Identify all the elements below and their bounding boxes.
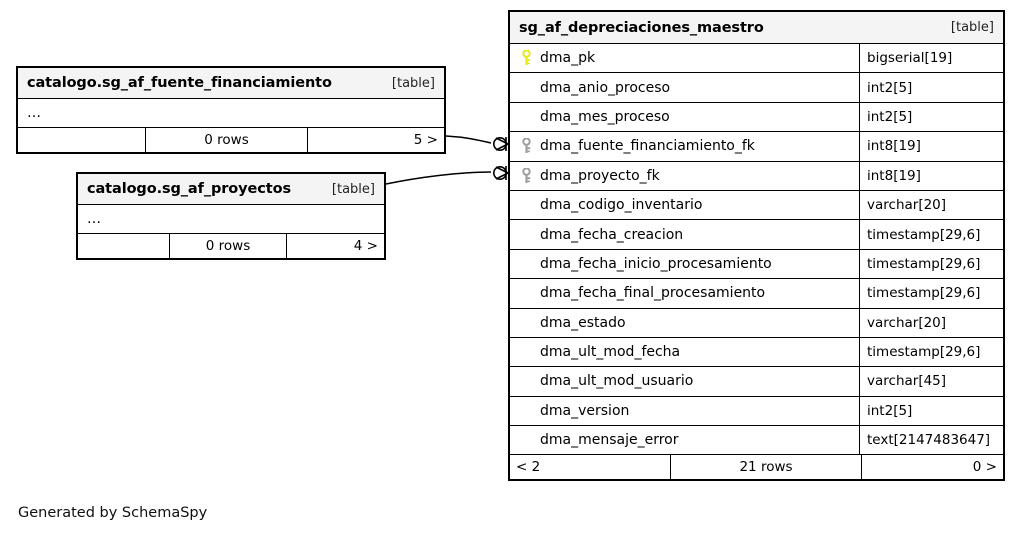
cardinality-zero-circle: [492, 137, 507, 152]
column-type: varchar[20]: [859, 190, 1003, 220]
footer-row-count: 0 rows: [169, 234, 287, 258]
table-header: sg_af_depreciaciones_maestro [table]: [510, 12, 1003, 44]
column-name: dma_fecha_final_procesamiento: [540, 285, 766, 302]
table-row[interactable]: dma_pk bigserial[19]: [510, 44, 1003, 74]
column-name-cell: dma_mes_proceso: [510, 103, 859, 131]
footer-prev-link[interactable]: [18, 128, 145, 152]
table-row[interactable]: dma_proyecto_fk int8[19]: [510, 161, 1003, 191]
column-name: dma_estado: [540, 314, 626, 331]
column-name-cell: dma_ult_mod_fecha: [510, 338, 859, 366]
column-name: dma_fecha_inicio_procesamiento: [540, 255, 772, 272]
table-row[interactable]: dma_ult_mod_fecha timestamp[29,6]: [510, 337, 1003, 368]
footer-row-count: 0 rows: [145, 128, 308, 152]
table-title: catalogo.sg_af_fuente_financiamiento: [27, 75, 332, 91]
table-row[interactable]: dma_version int2[5]: [510, 396, 1003, 427]
table-row[interactable]: dma_fecha_inicio_procesamiento timestamp[…: [510, 249, 1003, 280]
table-row[interactable]: dma_mensaje_error text[2147483647]: [510, 426, 1003, 456]
key-icon-foreign: [520, 138, 533, 154]
table-row[interactable]: dma_fecha_creacion timestamp[29,6]: [510, 220, 1003, 250]
column-type: timestamp[29,6]: [859, 220, 1003, 249]
column-name-cell: dma_fuente_financiamiento_fk: [510, 132, 859, 160]
column-name: dma_codigo_inventario: [540, 197, 703, 214]
crowsfoot-many: [495, 166, 509, 180]
cardinality-zero-circle: [492, 166, 507, 181]
table-type-tag: [table]: [391, 75, 435, 91]
crowsfoot-many: [495, 137, 509, 151]
column-type: int2[5]: [859, 102, 1003, 132]
table-footer: < 2 21 rows 0 >: [510, 455, 1003, 480]
table-type-tag: [table]: [950, 20, 994, 35]
table-footer: 0 rows 5 >: [18, 128, 444, 152]
column-type: timestamp[29,6]: [859, 279, 1003, 308]
relationship-line-fuente-financiamiento: [445, 135, 509, 152]
table-row[interactable]: dma_ult_mod_usuario varchar[45]: [510, 367, 1003, 397]
column-name-cell: dma_pk: [510, 44, 859, 72]
footer-prev-link[interactable]: < 2: [516, 459, 541, 476]
column-name: dma_fecha_creacion: [540, 226, 684, 243]
table-type-tag: [table]: [331, 181, 375, 197]
table-collapsed-columns: …: [18, 99, 444, 128]
table-row[interactable]: dma_anio_proceso int2[5]: [510, 73, 1003, 103]
column-name: dma_anio_proceso: [540, 79, 671, 96]
column-name-cell: dma_ult_mod_usuario: [510, 367, 859, 395]
column-name: dma_fuente_financiamiento_fk: [540, 138, 755, 155]
column-name: dma_version: [540, 402, 630, 419]
table-card-proyectos[interactable]: catalogo.sg_af_proyectos [table] … 0 row…: [76, 172, 386, 260]
column-name-cell: dma_version: [510, 397, 859, 425]
column-name: dma_mes_proceso: [540, 108, 670, 125]
column-type: int8[19]: [859, 161, 1003, 190]
table-row[interactable]: dma_codigo_inventario varchar[20]: [510, 190, 1003, 221]
column-type: timestamp[29,6]: [859, 249, 1003, 279]
table-row[interactable]: dma_estado varchar[20]: [510, 308, 1003, 338]
column-type: int2[5]: [859, 73, 1003, 102]
column-name-cell: dma_estado: [510, 309, 859, 337]
key-icon-foreign: [520, 167, 533, 184]
column-type: varchar[20]: [859, 308, 1003, 337]
key-icon-primary: [520, 50, 533, 66]
table-row[interactable]: dma_fuente_financiamiento_fk int8[19]: [510, 132, 1003, 162]
relationship-line-proyectos: [385, 166, 509, 185]
column-name-cell: dma_fecha_creacion: [510, 220, 859, 248]
column-name: dma_ult_mod_usuario: [540, 373, 694, 390]
table-title: catalogo.sg_af_proyectos: [87, 181, 291, 197]
table-title: sg_af_depreciaciones_maestro: [519, 19, 764, 36]
column-name: dma_pk: [540, 50, 596, 67]
column-type: varchar[45]: [859, 367, 1003, 396]
table-header: catalogo.sg_af_proyectos [table]: [78, 174, 384, 205]
column-name-cell: dma_codigo_inventario: [510, 191, 859, 219]
table-row[interactable]: dma_mes_proceso int2[5]: [510, 102, 1003, 133]
footer-row-count: 21 rows: [670, 455, 862, 480]
table-row[interactable]: dma_fecha_final_procesamiento timestamp[2…: [510, 279, 1003, 309]
table-footer: 0 rows 4 >: [78, 234, 384, 258]
column-type: timestamp[29,6]: [859, 337, 1003, 367]
footer-prev-link[interactable]: [78, 234, 169, 258]
table-column-list: dma_pk bigserial[19] dma_anio_proceso int2[…: [510, 44, 1003, 456]
column-type: text[2147483647]: [859, 426, 1003, 455]
column-name-cell: dma_proyecto_fk: [510, 162, 859, 190]
table-header: catalogo.sg_af_fuente_financiamiento [ta…: [18, 68, 444, 99]
column-type: int8[19]: [859, 132, 1003, 161]
column-name-cell: dma_fecha_final_procesamiento: [510, 279, 859, 307]
table-card-depreciaciones-maestro[interactable]: sg_af_depreciaciones_maestro [table] dma…: [508, 10, 1005, 482]
column-type: bigserial[19]: [859, 44, 1003, 73]
generator-credit: Generated by SchemaSpy: [18, 505, 208, 521]
column-name-cell: dma_mensaje_error: [510, 426, 859, 454]
column-name-cell: dma_fecha_inicio_procesamiento: [510, 250, 859, 278]
footer-next-link[interactable]: 4 >: [353, 238, 378, 254]
column-name: dma_proyecto_fk: [540, 167, 660, 184]
table-collapsed-columns: …: [78, 205, 384, 234]
column-name: dma_ult_mod_fecha: [540, 344, 681, 361]
footer-next-link[interactable]: 5 >: [413, 132, 438, 148]
column-type: int2[5]: [859, 396, 1003, 426]
footer-next-link[interactable]: 0 >: [972, 459, 997, 476]
table-card-fuente-financiamiento[interactable]: catalogo.sg_af_fuente_financiamiento [ta…: [16, 66, 446, 154]
column-name-cell: dma_anio_proceso: [510, 73, 859, 101]
column-name: dma_mensaje_error: [540, 432, 679, 449]
